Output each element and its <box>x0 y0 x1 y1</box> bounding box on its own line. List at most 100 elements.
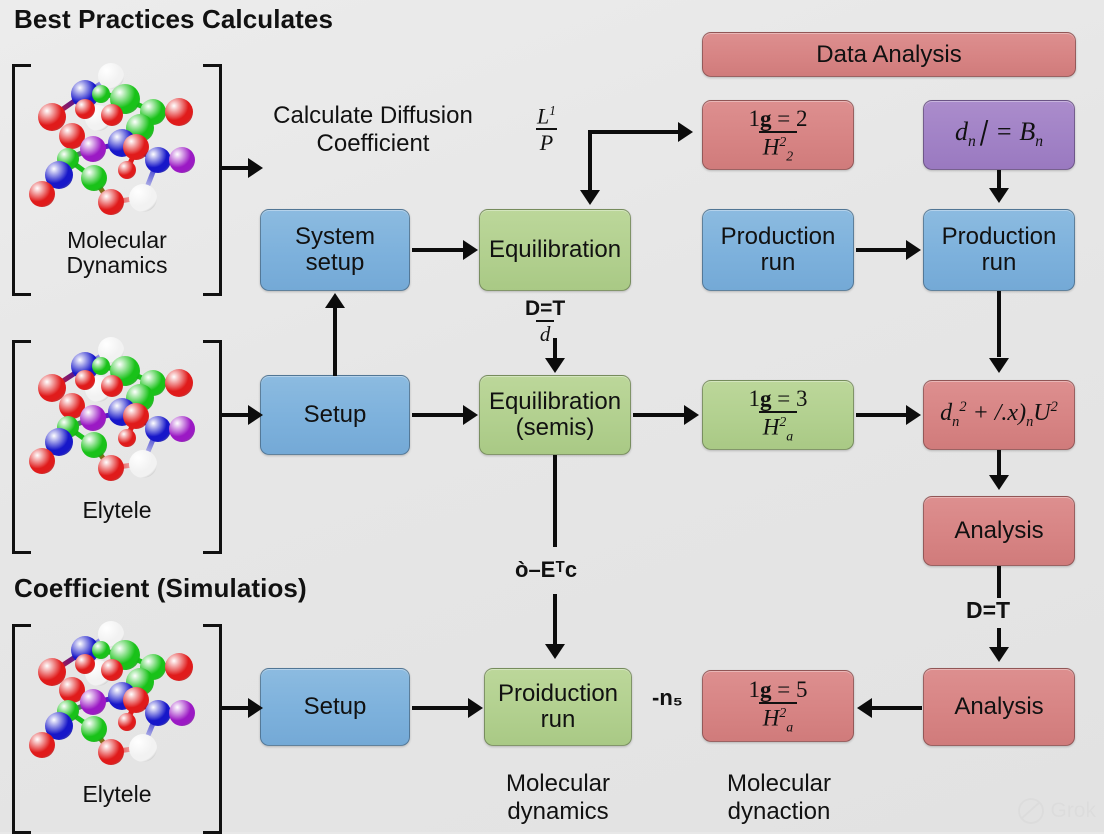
arrowhead-right-icon <box>248 405 263 425</box>
molecule-atom <box>168 147 195 174</box>
box-system-setup[interactable]: System setup <box>260 209 410 291</box>
arrowhead-right-icon <box>463 240 478 260</box>
molecule-atom <box>91 357 110 376</box>
connector-analysis2-to-formula-red-bottom <box>872 706 922 710</box>
connector-mol2-to-setup <box>222 413 250 417</box>
grok-logo-icon <box>1018 798 1045 824</box>
molecule-render-elytele-1 <box>29 336 198 494</box>
arrowhead-right-icon <box>248 698 263 718</box>
connector-eqsemis-to-formula-green <box>633 413 685 417</box>
formula-fraction: 1g = 2 H22 <box>748 105 808 164</box>
connector-analysis1-to-analysis2-lower <box>997 628 1001 650</box>
molecule-atom <box>117 428 136 447</box>
molecule-atom <box>79 405 106 431</box>
box-analysis-1[interactable]: Analysis <box>923 496 1075 566</box>
arrowhead-right-icon <box>906 240 921 260</box>
connector-prod2-to-formula-red <box>997 291 1001 357</box>
molecule-atom <box>29 447 56 474</box>
molecule-atom <box>101 375 124 398</box>
box-equilibration[interactable]: Equilibration <box>479 209 631 291</box>
watermark-label: Grok <box>1050 799 1096 822</box>
molecule-atom <box>81 432 108 459</box>
box-production-run-1[interactable]: Production run <box>702 209 854 291</box>
arrowhead-left-icon <box>857 698 872 718</box>
molecule-atom <box>144 415 171 442</box>
molecule-atom <box>168 415 195 442</box>
formula-dn-equals-bn: dn∣ = Bn <box>954 117 1044 151</box>
box-setup-bottom[interactable]: Setup <box>260 668 410 746</box>
box-data-analysis[interactable]: Data Analysis <box>702 32 1076 77</box>
molecule-atom <box>164 653 193 682</box>
molecule-atom <box>164 369 193 398</box>
watermark-grok: Grok <box>1018 798 1096 824</box>
molecule-label-md: Molecular Dynamics <box>66 227 168 279</box>
molecule-panel-elytele-2: Elytele <box>12 620 222 834</box>
connector-formula-red-to-analysis1 <box>997 450 1001 478</box>
molecule-atom <box>81 716 108 743</box>
connector-mol3-to-setup-bottom <box>222 706 250 710</box>
molecule-atom <box>81 165 108 192</box>
box-formula-green-mid[interactable]: 1g = 3 H2a <box>702 380 854 450</box>
edge-label-D-equals-T: D=T <box>966 597 1011 623</box>
molecule-atom <box>91 641 110 660</box>
molecule-atom <box>79 136 106 162</box>
molecule-label-elytele-2: Elytele <box>82 781 152 807</box>
arrowhead-right-icon <box>463 405 478 425</box>
bracket-right-icon <box>203 64 222 296</box>
connector-setupbottom-to-production <box>412 706 470 710</box>
arrowhead-down-icon <box>989 475 1009 490</box>
connector-prod1-to-prod2 <box>856 248 908 252</box>
molecule-atom <box>117 712 136 731</box>
box-production-run-3[interactable]: Proiduction run <box>484 668 632 746</box>
molecule-atom <box>101 103 124 126</box>
connector-eqsemis-to-prod3-upper <box>553 455 557 547</box>
box-formula-red-top[interactable]: 1g = 2 H22 <box>702 100 854 170</box>
arrowhead-right-icon <box>906 405 921 425</box>
arrowhead-right-icon <box>248 158 263 178</box>
arrowhead-up-icon <box>325 293 345 308</box>
molecule-atom <box>74 654 95 674</box>
bracket-left-icon <box>12 64 31 296</box>
molecule-label-elytele-1: Elytele <box>82 497 152 523</box>
molecule-atom <box>79 689 106 715</box>
box-formula-red-mid[interactable]: dn2 + /.x)nU2 <box>923 380 1075 450</box>
arrowhead-right-icon <box>468 698 483 718</box>
connector-eqsemis-to-prod3-lower <box>553 594 557 646</box>
molecule-atom <box>144 147 171 174</box>
label-calculate-diffusion-coefficient: Calculate Diffusion Coefficient <box>273 102 473 157</box>
molecule-atom <box>128 733 157 762</box>
molecule-atom <box>117 161 136 180</box>
connector-eq-to-eqsemis <box>553 338 557 366</box>
box-formula-purple[interactable]: dn∣ = Bn <box>923 100 1075 170</box>
molecule-atom <box>164 97 193 126</box>
molecule-atom <box>144 699 171 726</box>
arrowhead-down-icon <box>989 188 1009 203</box>
edge-label-o-minus-E-c: ò–Eᵀc <box>515 557 578 582</box>
arrowhead-right-icon <box>684 405 699 425</box>
molecule-atom <box>97 739 124 766</box>
molecule-atom <box>91 84 110 103</box>
connector-elbow-vertical <box>588 130 592 198</box>
page-title: Best Practices Calculates <box>14 4 334 34</box>
connector-analysis1-to-analysis2-upper <box>997 566 1001 598</box>
box-production-run-2[interactable]: Production run <box>923 209 1075 291</box>
edge-label-minus-n5: -n₅ <box>652 685 683 710</box>
connector-setupmid-to-equilibration-semis <box>412 413 464 417</box>
box-equilibration-semis[interactable]: Equilibration (semis) <box>479 375 631 455</box>
molecule-atom <box>74 370 95 390</box>
box-formula-red-bottom[interactable]: 1g = 5 H2a <box>702 670 854 742</box>
molecule-atom <box>101 659 124 682</box>
molecule-atom <box>38 102 67 131</box>
formula-fraction: 1g = 5 H2a <box>748 676 808 735</box>
arrowhead-down-icon <box>545 358 565 373</box>
molecule-atom <box>74 98 95 119</box>
caption-molecular-dynaction: Molecular dynaction <box>726 770 832 825</box>
arrowhead-down-icon <box>545 644 565 659</box>
box-setup-middle[interactable]: Setup <box>260 375 410 455</box>
box-analysis-2[interactable]: Analysis <box>923 668 1075 746</box>
connector-formula-green-to-red <box>856 413 908 417</box>
arrowhead-down-icon <box>989 358 1009 373</box>
molecule-render-elytele-2 <box>29 620 198 778</box>
arrowhead-down-icon <box>989 647 1009 662</box>
